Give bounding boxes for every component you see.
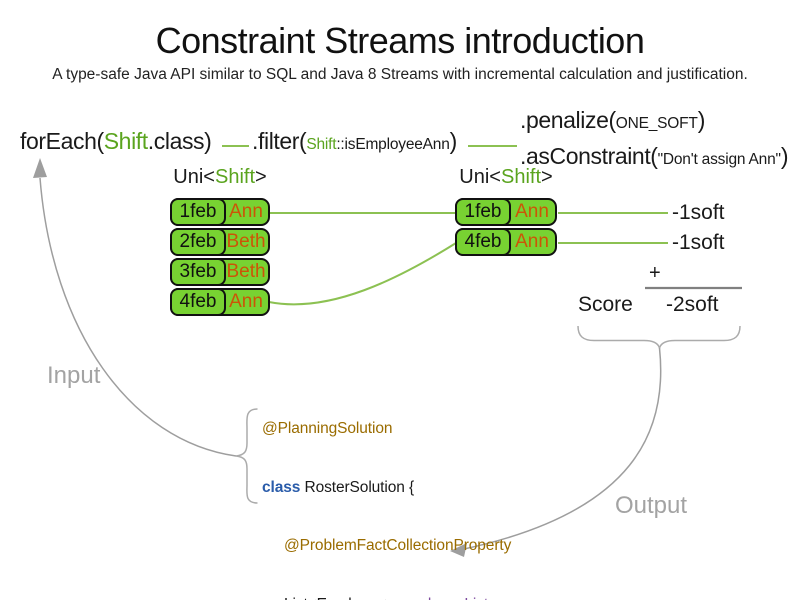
penalty-value-1: -1soft [672,201,725,224]
input-label: Input [47,362,101,389]
code-line-class: class RosterSolution { [262,478,522,498]
page-subtitle: A type-safe Java API similar to SQL and … [52,66,748,83]
left-stream-type-label: Uni<Shift> [170,166,270,189]
employee-cell: Beth [226,231,266,252]
foreach-shift-arg: Shift [103,128,148,154]
penalize-line: .penalize(ONE_SOFT) [520,104,788,140]
output-brace [577,325,741,351]
class-name: RosterSolution { [300,478,415,496]
page-title: Constraint Streams introduction [155,20,645,61]
date-cell: 1feb [455,198,511,226]
penalty-value-2: -1soft [672,231,725,254]
employee-cell: Ann [229,291,263,312]
score-label: Score [578,293,633,316]
employee-list-field: employeeList; [398,596,492,600]
right-stream-type-label: Uni<Shift> [455,166,557,189]
date-cell: 2feb [170,228,226,256]
asconstraint-line: .asConstraint("Don't assign Ann") [520,140,789,176]
plus-sign: + [649,262,661,284]
employee-list-type: List<Employee> [284,596,398,600]
code-line-employee-list: List<Employee> employeeList; [262,595,522,600]
code-line-problem-fact: @ProblemFactCollectionProperty [284,537,512,554]
employee-cell: Ann [515,201,549,222]
asconstraint-close: ) [780,143,789,169]
output-label: Output [615,492,688,519]
penalize-close: ) [697,107,706,133]
date-cell: 4feb [455,228,511,256]
foreach-rest: .class) [147,128,212,154]
employee-cell: Ann [229,201,263,222]
penalize-expression: .penalize(ONE_SOFT) .asConstraint("Don't… [520,104,789,176]
code-line-planning-solution: @PlanningSolution [262,420,393,437]
input-arrowhead-icon [33,158,47,178]
uni-suffix: > [541,166,553,188]
penalize-arg: ONE_SOFT [615,115,698,132]
foreach-fn: forEach( [20,128,104,154]
uni-suffix: > [255,166,267,188]
filter-shift-arg: Shift [306,136,337,153]
uni-shift-type: Shift [500,166,542,188]
penalize-fn: .penalize( [520,107,616,133]
filter-fn: .filter( [252,128,307,154]
filter-method-ref: ::isEmployeeAnn [336,136,450,153]
score-total: -2soft [666,293,719,316]
uni-prefix: Uni< [459,166,501,188]
uni-prefix: Uni< [173,166,215,188]
uni-shift-type: Shift [214,166,256,188]
employee-cell: Ann [515,231,549,252]
asconstraint-fn: .asConstraint( [520,143,658,169]
date-cell: 4feb [170,288,226,316]
match-line-4feb [268,242,457,306]
input-brace [235,408,258,504]
asconstraint-arg: "Don't assign Ann" [657,151,781,168]
class-keyword: class [262,478,301,496]
employee-cell: Beth [226,261,266,282]
foreach-expression: forEach(Shift.class) [20,128,212,155]
filter-expression: .filter(Shift::isEmployeeAnn) [252,128,457,155]
date-cell: 3feb [170,258,226,286]
date-cell: 1feb [170,198,226,226]
roster-solution-code: @PlanningSolution class RosterSolution {… [262,380,522,600]
filter-close: ) [449,128,458,154]
